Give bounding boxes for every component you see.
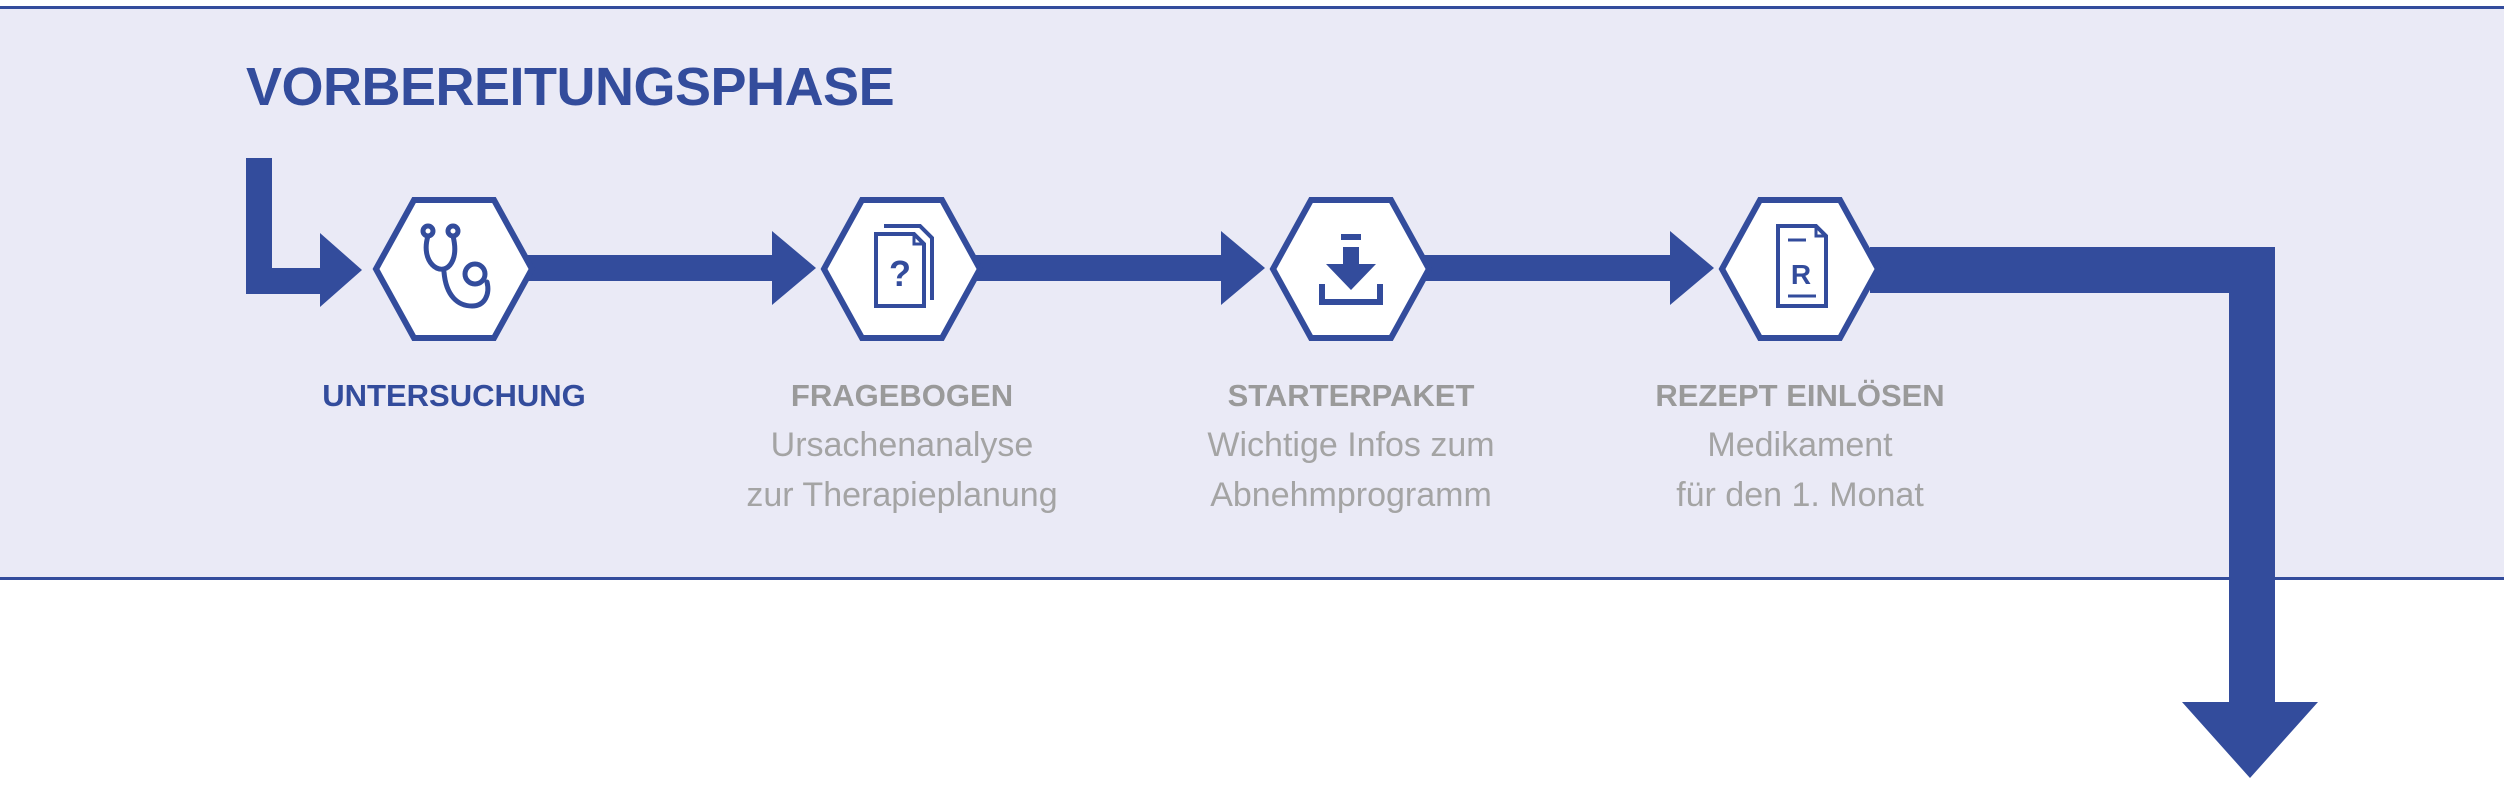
exit-connector (1870, 247, 2275, 712)
entry-arrowhead (320, 233, 362, 307)
questionnaire-icon: ? (874, 224, 934, 308)
stethoscope-icon (420, 223, 491, 309)
step-2-title: FRAGEBOGEN (790, 378, 1014, 413)
step-4-title: REZEPT EINLÖSEN (1655, 378, 1945, 413)
prescription-letter: R (1791, 259, 1811, 290)
step-4-desc-line1: Medikament (1707, 426, 1893, 464)
arrowhead-2-3 (1221, 231, 1265, 305)
step-1-title: UNTERSUCHUNG (322, 378, 586, 413)
step-2-desc-line1: Ursachenanalyse (770, 426, 1034, 464)
arrowhead-1-2 (772, 231, 816, 305)
exit-arrowhead (2182, 702, 2318, 778)
step-2-desc-line2: zur Therapieplanung (746, 476, 1058, 514)
step-3-desc-line2: Abnehmprogramm (1210, 476, 1492, 514)
download-icon (1319, 234, 1383, 305)
step-4-hexagon (1718, 197, 1882, 341)
step-4-desc-line2: für den 1. Monat (1676, 476, 1924, 514)
entry-connector (246, 158, 322, 294)
question-mark: ? (889, 253, 911, 294)
phase-title: VORBEREITUNGSPHASE (246, 57, 895, 117)
step-3-desc-line1: Wichtige Infos zum (1207, 426, 1495, 464)
step-1-hexagon (372, 197, 536, 341)
arrowhead-3-4 (1670, 231, 1714, 305)
prescription-icon: R (1776, 224, 1828, 308)
step-2-hexagon (820, 197, 984, 341)
step-3-title: STARTERPAKET (1227, 378, 1475, 413)
